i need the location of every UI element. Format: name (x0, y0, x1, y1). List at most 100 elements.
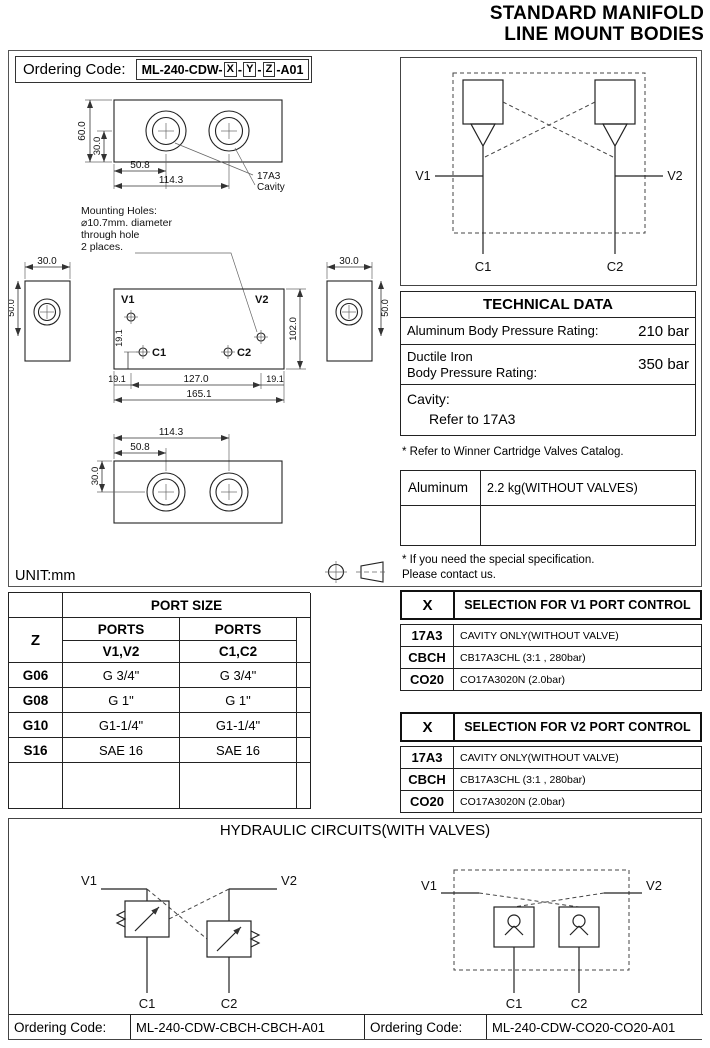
v2-row-co20: CO20 CO17A3020N (2.0bar) (401, 791, 701, 813)
schematic-box: V1 V2 C1 C2 (400, 57, 697, 286)
sub-header-v1v2: V1,V2 (63, 641, 180, 663)
port-row-s16-c: SAE 16 (180, 738, 297, 763)
front-view-drawing: 30.0 50.0 V1 V2 C1 C2 30.0 50.0 (9, 256, 390, 403)
mounting-note-line2: ⌀10.7mm. diameter (81, 217, 172, 229)
circuit-co20-drawing: V1 V2 C1 C2 (421, 869, 662, 1011)
mounting-holes-note: Mounting Holes: ⌀10.7mm. diameter throug… (81, 205, 258, 333)
ordering-code-bar-right: Ordering Code: ML-240-CDW-CO20-CO20-A01 (364, 1014, 703, 1039)
ordering-code-x: X (223, 62, 237, 77)
dim-50-right-label: 50.0 (380, 299, 390, 317)
port-row-empty-4 (297, 763, 311, 809)
special-spec-note: * If you need the special specification.… (400, 553, 696, 584)
co20-v2-label: V2 (646, 878, 662, 893)
cavity-callout-line2: Cavity (257, 182, 285, 193)
ordering-code-prefix: ML-240-CDW- (141, 62, 223, 77)
dim-30-left-label: 30.0 (37, 256, 57, 267)
dim-30-top-label: 30.0 (92, 137, 103, 156)
cbch-v2-label: V2 (281, 873, 297, 888)
bottom-dim-30-label: 30.0 (90, 467, 101, 486)
ordering-code-box: Ordering Code: ML-240-CDW- X - Y - Z -A0… (15, 56, 313, 83)
cbch-v1-label: V1 (81, 873, 97, 888)
v2-selection-header: X SELECTION FOR V2 PORT CONTROL (400, 712, 702, 742)
cavity-value: Refer to 17A3 (429, 410, 516, 427)
left-ordering-code: ML-240-CDW-CBCH-CBCH-A01 (136, 1019, 326, 1035)
weight-empty-cell1 (401, 505, 481, 545)
v2-row-17a3: 17A3 CAVITY ONLY(WITHOUT VALVE) (401, 747, 701, 769)
v2-row-co20-code: CO20 (401, 791, 454, 812)
port-row-empty-2 (63, 763, 180, 809)
port-row-g08-code: G08 (9, 688, 63, 713)
port-row-empty-1 (9, 763, 63, 809)
ports-header-1: PORTS (63, 618, 180, 641)
schematic-c2-label: C2 (607, 259, 624, 274)
ductile-label-line1: Ductile Iron (407, 348, 473, 364)
special-spec-line2: Please contact us. (402, 569, 496, 582)
v1-row-cbch-code: CBCH (401, 647, 454, 668)
dim-50-8-label: 50.8 (130, 160, 150, 171)
right-ordering-code: ML-240-CDW-CO20-CO20-A01 (492, 1019, 676, 1035)
ordering-code-y: Y (243, 62, 257, 77)
front-v1-label: V1 (121, 294, 134, 306)
pressure-rating-row-ductile: Ductile Iron Body Pressure Rating: 350 b… (401, 345, 695, 385)
catalog-note: * Refer to Winner Cartridge Valves Catal… (402, 446, 624, 459)
unit-label: UNIT:mm (15, 568, 76, 584)
ordering-code-dash2: - (257, 62, 262, 77)
cavity-label: Cavity: (407, 391, 450, 407)
v1-x-header: X (402, 592, 455, 618)
v2-row-17a3-code: 17A3 (401, 747, 454, 768)
right-ordering-label: Ordering Code: (365, 1015, 487, 1039)
special-spec-line1: * If you need the special specification. (402, 553, 595, 566)
ductile-pressure-value: 350 bar (638, 356, 689, 373)
port-row-s16-v: SAE 16 (63, 738, 180, 763)
port-row-g10-code: G10 (9, 713, 63, 738)
port-row-g06-c: G 3/4" (180, 663, 297, 688)
dim-102-label: 102.0 (288, 317, 299, 341)
aluminum-pressure-label: Aluminum Body Pressure Rating: (407, 323, 599, 339)
circuit-cbch-drawing: V1 V2 C1 C2 (81, 873, 297, 1011)
dim-19-1-bl-label: 19.1 (108, 374, 126, 384)
v2-row-17a3-desc: CAVITY ONLY(WITHOUT VALVE) (460, 751, 619, 764)
port-size-corner-cell (9, 593, 63, 618)
z-header-cell: Z (9, 618, 63, 663)
schematic-v1-label: V1 (415, 169, 430, 183)
dim-50-left-label: 50.0 (9, 299, 16, 317)
v1-row-17a3: 17A3 CAVITY ONLY(WITHOUT VALVE) (401, 625, 701, 647)
weight-row-empty (401, 504, 695, 545)
cbch-c2-label: C2 (221, 996, 238, 1011)
page-title: STANDARD MANIFOLD LINE MOUNT BODIES (490, 3, 704, 46)
v2-row-cbch: CBCH CB17A3CHL (3:1 , 280bar) (401, 769, 701, 791)
ordering-code-z: Z (262, 62, 276, 77)
ports-header-2: PORTS (180, 618, 297, 641)
port-row-g10-spare (297, 713, 311, 738)
port-row-empty-3 (180, 763, 297, 809)
port-row-s16-spare (297, 738, 311, 763)
v2-x-header: X (402, 714, 455, 740)
dimension-drawing: 60.0 30.0 50.8 114.3 17A3 Cavity Mountin… (9, 99, 390, 583)
dim-19-1-side-label: 19.1 (114, 329, 124, 347)
v1-selection-header: X SELECTION FOR V1 PORT CONTROL (400, 590, 702, 620)
dim-60-label: 60.0 (77, 121, 88, 141)
port-row-g08-c: G 1" (180, 688, 297, 713)
v2-selection-title: SELECTION FOR V2 PORT CONTROL (464, 720, 691, 734)
dim-19-1-br-label: 19.1 (266, 374, 284, 384)
v1-row-co20-desc: CO17A3020N (2.0bar) (460, 673, 566, 686)
v1-row-17a3-desc: CAVITY ONLY(WITHOUT VALVE) (460, 629, 619, 642)
co20-c1-label: C1 (506, 996, 523, 1011)
port-row-g10-v: G1-1/4" (63, 713, 180, 738)
v1-row-co20-code: CO20 (401, 669, 454, 690)
port-row-g06-spare (297, 663, 311, 688)
v1-row-17a3-code: 17A3 (401, 625, 454, 646)
port-row-g08-v: G 1" (63, 688, 180, 713)
v1-row-cbch-desc: CB17A3CHL (3:1 , 280bar) (460, 651, 586, 664)
port-size-table: PORT SIZE Z PORTS PORTS V1,V2 C1,C2 G06 … (8, 592, 311, 809)
dim-114-3-label: 114.3 (159, 175, 184, 186)
ductile-label-line2: Body Pressure Rating: (407, 364, 538, 380)
ordering-code-label: Ordering Code: (23, 61, 126, 78)
hydraulic-circuits-title: HYDRAULIC CIRCUITS(WITH VALVES) (219, 822, 491, 839)
port-size-title: PORT SIZE (63, 593, 311, 618)
technical-data-table: Aluminum Body Pressure Rating: 210 bar D… (400, 318, 696, 437)
port-row-g06-code: G06 (9, 663, 63, 688)
v1-selection-table: 17A3 CAVITY ONLY(WITHOUT VALVE) CBCH CB1… (400, 624, 702, 691)
dim-165-1-label: 165.1 (186, 389, 211, 400)
ordering-code-suffix: -A01 (276, 62, 304, 77)
